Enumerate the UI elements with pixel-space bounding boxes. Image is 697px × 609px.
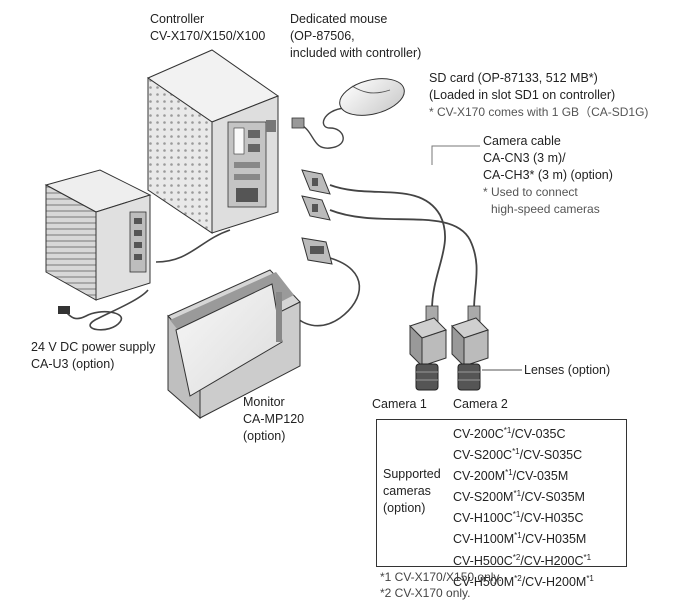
monitor-unit (167, 269, 301, 420)
controller-models: CV-X170/X150/X100 (150, 29, 266, 43)
power-cable (65, 229, 231, 331)
supported-camera-footnote-mark-a: *1 (505, 468, 513, 478)
controller-label: Controller CV-X170/X150/X100 (150, 11, 265, 45)
mouse-connector (291, 117, 305, 129)
supported-camera-model-b: /CV-H035M (521, 532, 587, 547)
supported-cameras-box: Supported cameras (option) CV-200C*1/CV-… (376, 419, 627, 589)
camera-connector-1 (301, 169, 331, 195)
camera-cable-1 (329, 184, 446, 311)
supported-cameras-label-line3: (option) (383, 501, 426, 515)
supported-camera-footnote-mark-b: *1 (586, 573, 594, 583)
supported-camera-model-b: /CV-H200C (520, 553, 584, 568)
supported-camera-model-b: /CV-H200M (521, 574, 587, 589)
camera-cable-note1: * Used to connect (483, 185, 578, 199)
camera-cable-leader (431, 145, 480, 165)
mouse-label: Dedicated mouse (OP-87506, included with… (290, 11, 421, 62)
supported-camera-row: CV-H100C*1/CV-H035C (453, 506, 594, 527)
supported-camera-row: CV-H100M*1/CV-H035M (453, 527, 594, 548)
camera-cable-label: Camera cable CA-CN3 (3 m)/ CA-CH3* (3 m)… (483, 133, 613, 218)
supported-camera-row: CV-S200M*1/CV-S035M (453, 485, 594, 506)
supported-camera-row: CV-H500C*2/CV-H200C*1 (453, 549, 594, 570)
sd-card-title: SD card (OP-87133, 512 MB*) (429, 71, 598, 85)
supported-cameras-label: Supported cameras (option) (383, 466, 441, 517)
camera-2-label: Camera 2 (453, 397, 508, 411)
supported-camera-footnote-mark-a: *1 (512, 510, 521, 520)
controller-title: Controller (150, 12, 205, 26)
supported-camera-model-a: CV-S200M (453, 490, 514, 505)
sd-card-location: (Loaded in slot SD1 on controller) (429, 88, 616, 102)
supported-camera-footnote-mark-a: *1 (513, 489, 522, 499)
monitor-model: CA-MP120 (243, 412, 305, 426)
footnote-1: *1 CV-X170/X150 only. (380, 570, 502, 584)
supported-camera-model-a: CV-H100M (453, 532, 515, 547)
supported-camera-model-b: /CV-S035M (521, 490, 585, 505)
supported-camera-footnote-mark-a: *1 (512, 447, 520, 457)
camera-cable-title: Camera cable (483, 134, 561, 148)
mouse-cable (299, 107, 346, 149)
supported-camera-model-a: CV-H500C (453, 553, 513, 568)
camera-cable-model1: CA-CN3 (3 m)/ (483, 151, 566, 165)
supported-camera-model-a: CV-200C (453, 427, 504, 441)
supported-camera-row: CV-S200C*1/CV-S035C (453, 443, 594, 464)
sd-card-note: * CV-X170 comes with 1 GB（CA-SD1G) (429, 105, 649, 119)
supported-camera-footnote-mark-a: *2 (512, 552, 521, 562)
controller-unit (146, 49, 280, 234)
supported-cameras-label-line2: cameras (383, 484, 431, 498)
lenses-label: Lenses (option) (524, 363, 611, 377)
supported-camera-row: CV-200C*1/CV-035C (453, 422, 594, 443)
camera-2-device (451, 305, 489, 391)
power-supply-model: CA-U3 (option) (31, 357, 115, 371)
supported-camera-model-b: /CV-S035C (519, 448, 583, 463)
monitor-cable (291, 257, 361, 327)
camera-1-label: Camera 1 (372, 397, 427, 411)
monitor-title: Monitor (243, 395, 285, 409)
camera-connector-2 (301, 195, 331, 221)
monitor-connector (301, 237, 333, 265)
mouse-part: (OP-87506, (290, 29, 355, 43)
monitor-option: (option) (243, 429, 286, 443)
supported-camera-footnote-mark-a: *2 (514, 573, 522, 583)
supported-camera-footnote-mark-b: *1 (583, 552, 592, 562)
supported-camera-model-b: /CV-H035C (520, 511, 584, 526)
supported-camera-row: CV-H500M*2/CV-H200M*1 (453, 570, 594, 591)
supported-camera-model-a: CV-S200C (453, 448, 513, 463)
mouse-note: included with controller) (290, 46, 422, 60)
supported-camera-model-b: /CV-035C (511, 427, 566, 441)
power-supply-title: 24 V DC power supply (31, 340, 156, 354)
supported-camera-model-a: CV-200M (453, 469, 506, 484)
supported-camera-model-a: CV-H100C (453, 511, 513, 526)
camera-cable-model2: CA-CH3* (3 m) (option) (483, 168, 613, 182)
supported-camera-footnote-mark-a: *1 (514, 531, 522, 541)
supported-camera-row: CV-200M*1/CV-035M (453, 464, 594, 485)
camera-1-device (409, 305, 447, 391)
mouse-title: Dedicated mouse (290, 12, 388, 26)
camera-cable-note2: high-speed cameras (491, 202, 600, 216)
sd-card-label: SD card (OP-87133, 512 MB*) (Loaded in s… (429, 70, 648, 121)
power-supply-unit (44, 169, 152, 314)
supported-cameras-label-line1: Supported (383, 467, 441, 481)
supported-camera-model-a: CV-H500M (453, 574, 515, 589)
monitor-label: Monitor CA-MP120 (option) (243, 394, 304, 445)
footnote-2: *2 CV-X170 only. (380, 586, 471, 600)
supported-camera-footnote-mark-a: *1 (503, 426, 512, 435)
mouse-device (339, 78, 405, 116)
supported-camera-model-b: /CV-035M (512, 469, 569, 484)
power-supply-label: 24 V DC power supply CA-U3 (option) (31, 339, 155, 373)
footnotes: *1 CV-X170/X150 only. *2 CV-X170 only. (380, 569, 502, 601)
camera-cable-2 (329, 209, 478, 311)
